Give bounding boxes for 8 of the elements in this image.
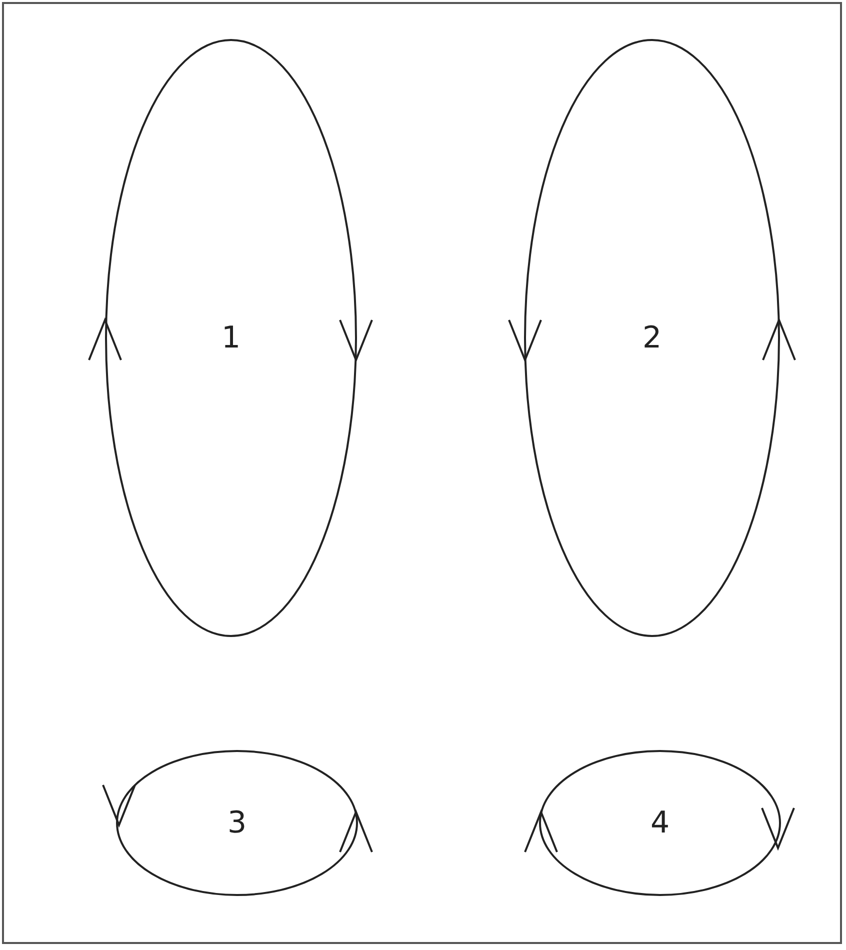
loop-number: 1: [221, 320, 241, 356]
loop-ellipse: [105, 39, 357, 637]
loop-number: 3: [227, 806, 247, 840]
loop-number: 4: [650, 806, 670, 840]
loop-number: 2: [642, 320, 662, 356]
loop-ellipse: [539, 750, 781, 896]
loop-ellipse: [524, 39, 780, 637]
loop-ellipse: [116, 750, 358, 896]
